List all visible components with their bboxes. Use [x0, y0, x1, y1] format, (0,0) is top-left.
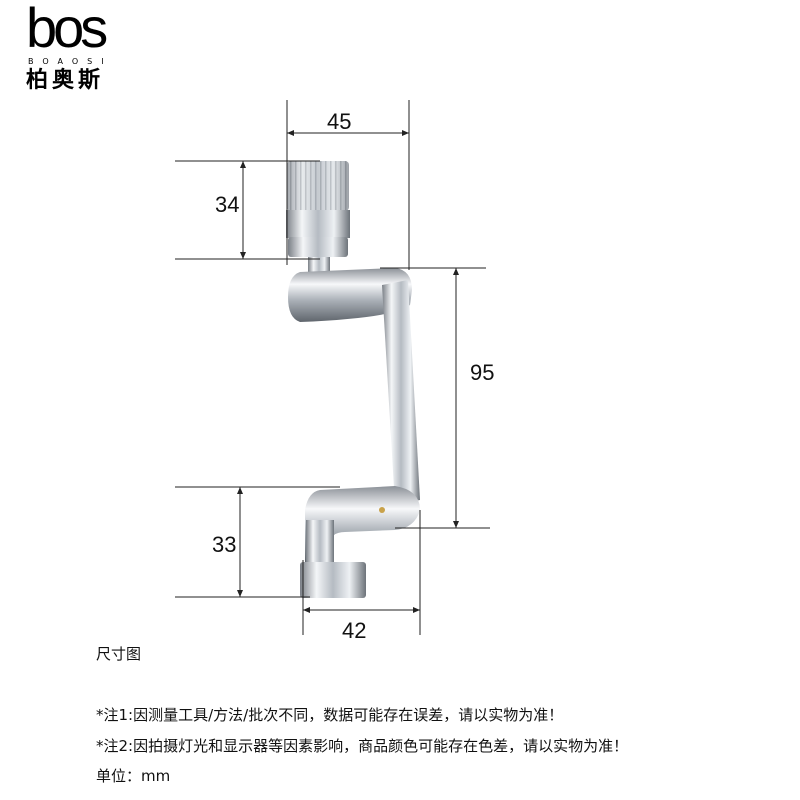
- dimension-lines: [175, 100, 490, 635]
- brand-logo: bos BOAOSI 柏奥斯: [26, 0, 136, 96]
- dimension-arm-height: 95: [470, 360, 495, 385]
- logo-mark: bos: [26, 0, 108, 59]
- note-2: *注2:因拍摄灯光和显示器等因素影响，商品颜色可能存在色差，请以实物为准！: [96, 737, 629, 755]
- unit-label: 单位：mm: [96, 767, 171, 785]
- logo-chinese-name: 柏奥斯: [26, 68, 105, 93]
- dimension-top-width: 45: [327, 109, 352, 134]
- note-1: *注1:因测量工具/方法/批次不同，数据可能存在误差，请以实物为准！: [96, 706, 564, 724]
- lower-arm: [305, 486, 420, 562]
- diagram-caption: 尺寸图: [96, 645, 142, 663]
- dimension-aerator-height: 34: [215, 192, 240, 217]
- aerator-body: [286, 210, 350, 238]
- base-nut: [300, 562, 366, 598]
- vertical-tube: [382, 280, 420, 505]
- logo-subtitle: BOAOSI: [28, 57, 113, 66]
- ball-joint: [308, 257, 330, 275]
- dimension-base-width: 42: [342, 618, 367, 643]
- faucet: [286, 161, 420, 598]
- dimension-base-height: 33: [212, 532, 237, 557]
- upper-arm: [288, 268, 412, 322]
